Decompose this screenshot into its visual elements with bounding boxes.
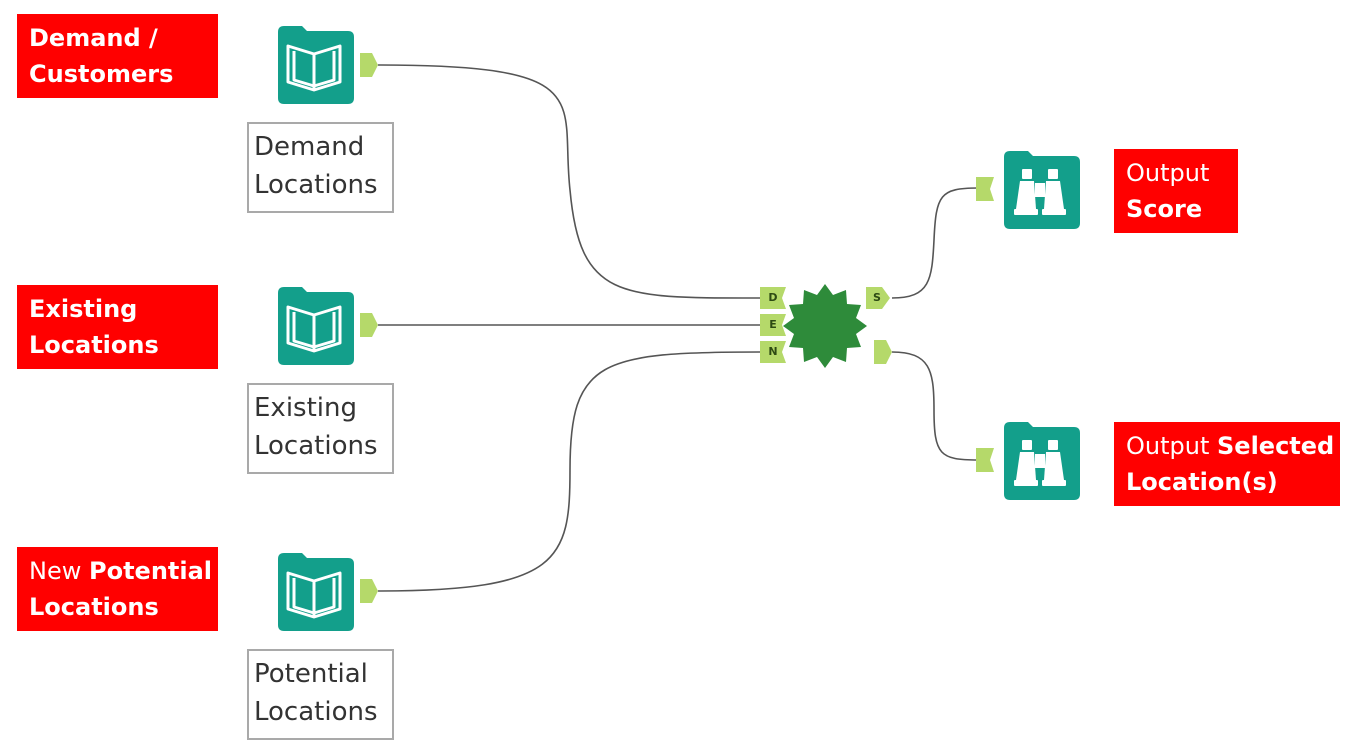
book-icon — [278, 553, 354, 631]
tool-label-demand: Demand Locations — [247, 122, 394, 213]
anchor-label-d: D — [768, 291, 778, 304]
browse-tool-selected[interactable] — [976, 420, 1082, 502]
callout-selected-line1: Selected — [1217, 432, 1335, 460]
book-icon — [278, 26, 354, 104]
wire-score-output[interactable] — [891, 187, 979, 299]
callout-demand-line1: Demand / — [29, 24, 158, 52]
browse-tool-score[interactable] — [976, 149, 1082, 231]
tool-label-existing-line2: Locations — [254, 431, 378, 461]
tool-label-potential-line2: Locations — [254, 697, 378, 727]
binoculars-icon — [1004, 422, 1080, 500]
wire-selected-output[interactable] — [891, 351, 979, 461]
anchor-label-e: E — [769, 318, 777, 331]
tool-label-existing: Existing Locations — [247, 383, 394, 474]
tool-label-demand-line1: Demand — [254, 132, 365, 162]
input-tool-demand[interactable] — [274, 24, 384, 106]
tool-label-demand-line2: Locations — [254, 170, 378, 200]
location-optimizer-icon — [783, 284, 867, 368]
wire-potential-to-optimizer[interactable] — [377, 351, 761, 592]
input-anchor-n[interactable] — [760, 341, 786, 363]
input-tool-potential[interactable] — [274, 551, 384, 633]
input-tool-existing[interactable] — [274, 285, 384, 367]
output-anchor-selected[interactable] — [874, 340, 892, 364]
callout-score-line2: Score — [1126, 195, 1203, 223]
output-anchor[interactable] — [360, 53, 378, 77]
callout-existing-line1: Existing — [29, 295, 138, 323]
input-anchor-d[interactable] — [760, 287, 786, 309]
book-icon — [278, 287, 354, 365]
callout-existing-locations: Existing Locations — [17, 285, 218, 369]
tool-label-potential: Potential Locations — [247, 649, 394, 740]
callout-demand-line2: Customers — [29, 60, 174, 88]
callout-score-line1: Output — [1126, 159, 1210, 187]
anchor-label-s: S — [873, 291, 881, 304]
anchor-label-n: N — [768, 345, 778, 358]
callout-output-selected: Output Selected Location(s) — [1114, 422, 1340, 506]
callout-potential-line1: Potential — [88, 557, 213, 585]
input-anchor[interactable] — [976, 448, 994, 472]
output-anchor[interactable] — [360, 579, 378, 603]
callout-new-potential-locations: New Potential Locations — [17, 547, 218, 631]
callout-potential-prefix: New — [29, 557, 89, 585]
location-optimizer-tool[interactable]: D E N S — [756, 280, 896, 372]
input-anchor-e[interactable] — [760, 314, 786, 336]
input-anchor[interactable] — [976, 177, 994, 201]
output-anchor[interactable] — [360, 313, 378, 337]
callout-output-score: Output Score — [1114, 149, 1238, 233]
tool-label-potential-line1: Potential — [254, 659, 368, 689]
output-anchor-s[interactable] — [866, 287, 890, 309]
wire-demand-to-optimizer[interactable] — [377, 64, 761, 299]
callout-demand-customers: Demand / Customers — [17, 14, 218, 98]
binoculars-icon — [1004, 151, 1080, 229]
callout-selected-prefix: Output — [1126, 432, 1217, 460]
callout-selected-line2: Location(s) — [1126, 468, 1278, 496]
callout-potential-line2: Locations — [29, 593, 159, 621]
callout-existing-line2: Locations — [29, 331, 159, 359]
tool-label-existing-line1: Existing — [254, 393, 357, 423]
